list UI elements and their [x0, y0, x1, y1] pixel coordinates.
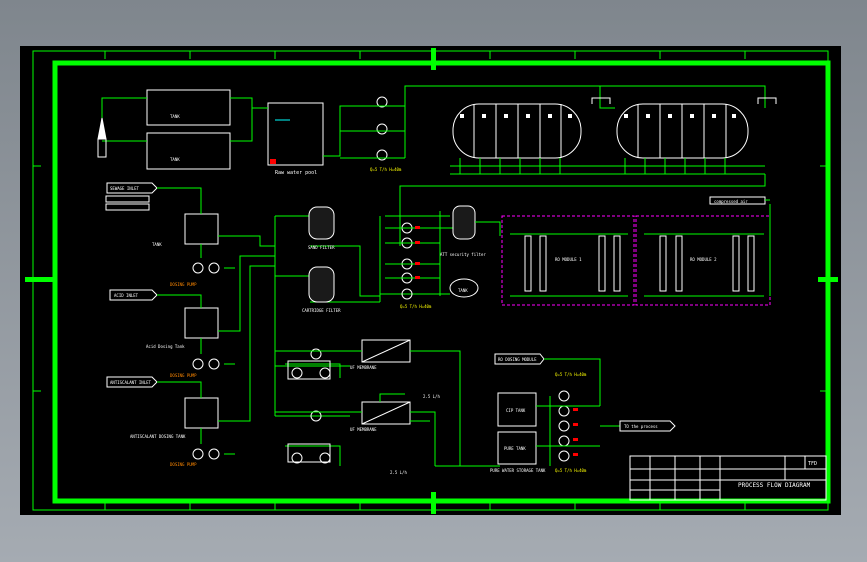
svg-text:DOSING PUMP: DOSING PUMP [170, 462, 197, 467]
membrane-tubes-rack-1 [510, 233, 628, 297]
pure-water-storage-label: PURE WATER STORAGE TANK [490, 468, 546, 473]
vent-valve-icons [591, 97, 777, 104]
compressed-air-tag: compressed air [709, 196, 770, 205]
product-gauge-icons [573, 408, 578, 456]
raw-water-pipes [101, 97, 360, 159]
uf-module-1-label: UF MEMBRANE [350, 365, 377, 370]
carbon-filter-label: CARTRIDGE FILTER [302, 308, 341, 313]
security-out-pipe [475, 221, 501, 236]
svg-text:RO DOSING MODULE: RO DOSING MODULE [498, 357, 537, 362]
svg-text:DOSING PUMP: DOSING PUMP [170, 282, 197, 287]
booster-pipes [385, 211, 463, 296]
dosing-pumps [192, 262, 220, 460]
sand-filter-label: SAND FILTER [308, 245, 335, 250]
title-block [629, 455, 827, 501]
ro-rack-1-label: RO MODULE 1 [555, 257, 582, 262]
sampling-vessel-icon [97, 138, 107, 158]
sewage-inlet-tag: SEWAGE INLET [106, 182, 158, 194]
intermediate-tank [449, 278, 479, 298]
filter-valve-icons [460, 114, 736, 118]
product-pumps [558, 390, 570, 462]
antiscalant-tank-label: ANTISCALANT DOSING TANK [130, 434, 186, 439]
level-alarm-icon [270, 159, 276, 164]
svg-text:ACID INLET: ACID INLET [114, 293, 139, 298]
svg-text:SEWAGE INLET: SEWAGE INLET [110, 186, 139, 191]
raw-water-tanks [146, 89, 324, 170]
to-process-tag: TO the process [619, 420, 676, 432]
pressure-indicator-icons [415, 226, 420, 279]
product-pipes [536, 358, 620, 466]
uf-flow-rate: 2.5 L/h [423, 394, 440, 399]
booster-pump-spec: Q=5 T/h H=40m [400, 304, 432, 309]
uf-pipes [275, 350, 500, 467]
antiscalant-inlet-tag: ANTISCALANT INLET [106, 376, 158, 388]
zone-ticks [33, 51, 828, 510]
acid-tank-label: Acid Dosing Tank [146, 344, 185, 349]
svg-text:compressed air: compressed air [714, 199, 748, 204]
cip-tanks [287, 360, 331, 463]
pure-water-tanks [497, 392, 537, 465]
inlet-tags-secondary [105, 195, 150, 211]
sampling-icon [97, 117, 107, 140]
raw-water-pool-label: Raw water pool [275, 170, 317, 176]
ro-dosing-tag: RO DOSING MODULE [494, 353, 545, 365]
sand-filter-vessel [308, 206, 335, 240]
uf-flow-rate-2: 2.5 L/h [390, 470, 407, 475]
pure-tank-tag: PURE TANK [504, 446, 526, 451]
intermediate-tank-tag: TANK [458, 288, 468, 293]
center-marks [25, 48, 838, 514]
security-filter-label: ATT security filter [440, 252, 486, 257]
product-pump-spec: Q=5 T/h H=40m [555, 372, 587, 377]
raw-tank-2-tag: TANK [170, 157, 180, 162]
uf-module-1 [361, 339, 411, 363]
filter-vessel-bank-1 [452, 103, 582, 159]
cad-drawing-sheet: Raw water pool TANK TANK Q=5 T/h H=40m [20, 46, 841, 515]
filter-vessel-bank-2 [616, 103, 749, 159]
pretreatment-pipes [274, 215, 450, 417]
carbon-filter-vessel [308, 266, 335, 303]
product-pump-spec-2: Q=5 T/h H=40m [555, 468, 587, 473]
raw-tank-1-tag: TANK [170, 114, 180, 119]
dosing-pump-specs: DOSING PUMP DOSING PUMP DOSING PUMP [170, 282, 197, 467]
pac-tank-label: TANK [152, 242, 162, 247]
svg-text:DOSING PUMP: DOSING PUMP [170, 373, 197, 378]
membrane-rack-boundaries [501, 215, 771, 306]
outer-border [32, 50, 829, 511]
svg-text:TO the process: TO the process [624, 424, 658, 429]
lift-pump-spec: Q=5 T/h H=40m [370, 167, 402, 172]
security-filter-vessel [452, 205, 476, 240]
cip-tank-tag: CIP TANK [506, 408, 526, 413]
drawing-code: TFD [808, 461, 817, 467]
dosing-pipes [157, 187, 275, 455]
uf-module-2 [361, 401, 411, 425]
uf-module-2-label: UF MEMBRANE [350, 427, 377, 432]
ro-rack-2-label: RO MODULE 2 [690, 257, 717, 262]
process-flow-diagram: Raw water pool TANK TANK Q=5 T/h H=40m [25, 48, 838, 514]
booster-pumps [401, 222, 413, 300]
svg-text:ANTISCALANT INLET: ANTISCALANT INLET [110, 380, 152, 385]
drawing-title: PROCESS FLOW DIAGRAM [738, 482, 811, 489]
membrane-tubes-rack-2 [644, 233, 764, 297]
acid-inlet-tag: ACID INLET [109, 289, 158, 301]
